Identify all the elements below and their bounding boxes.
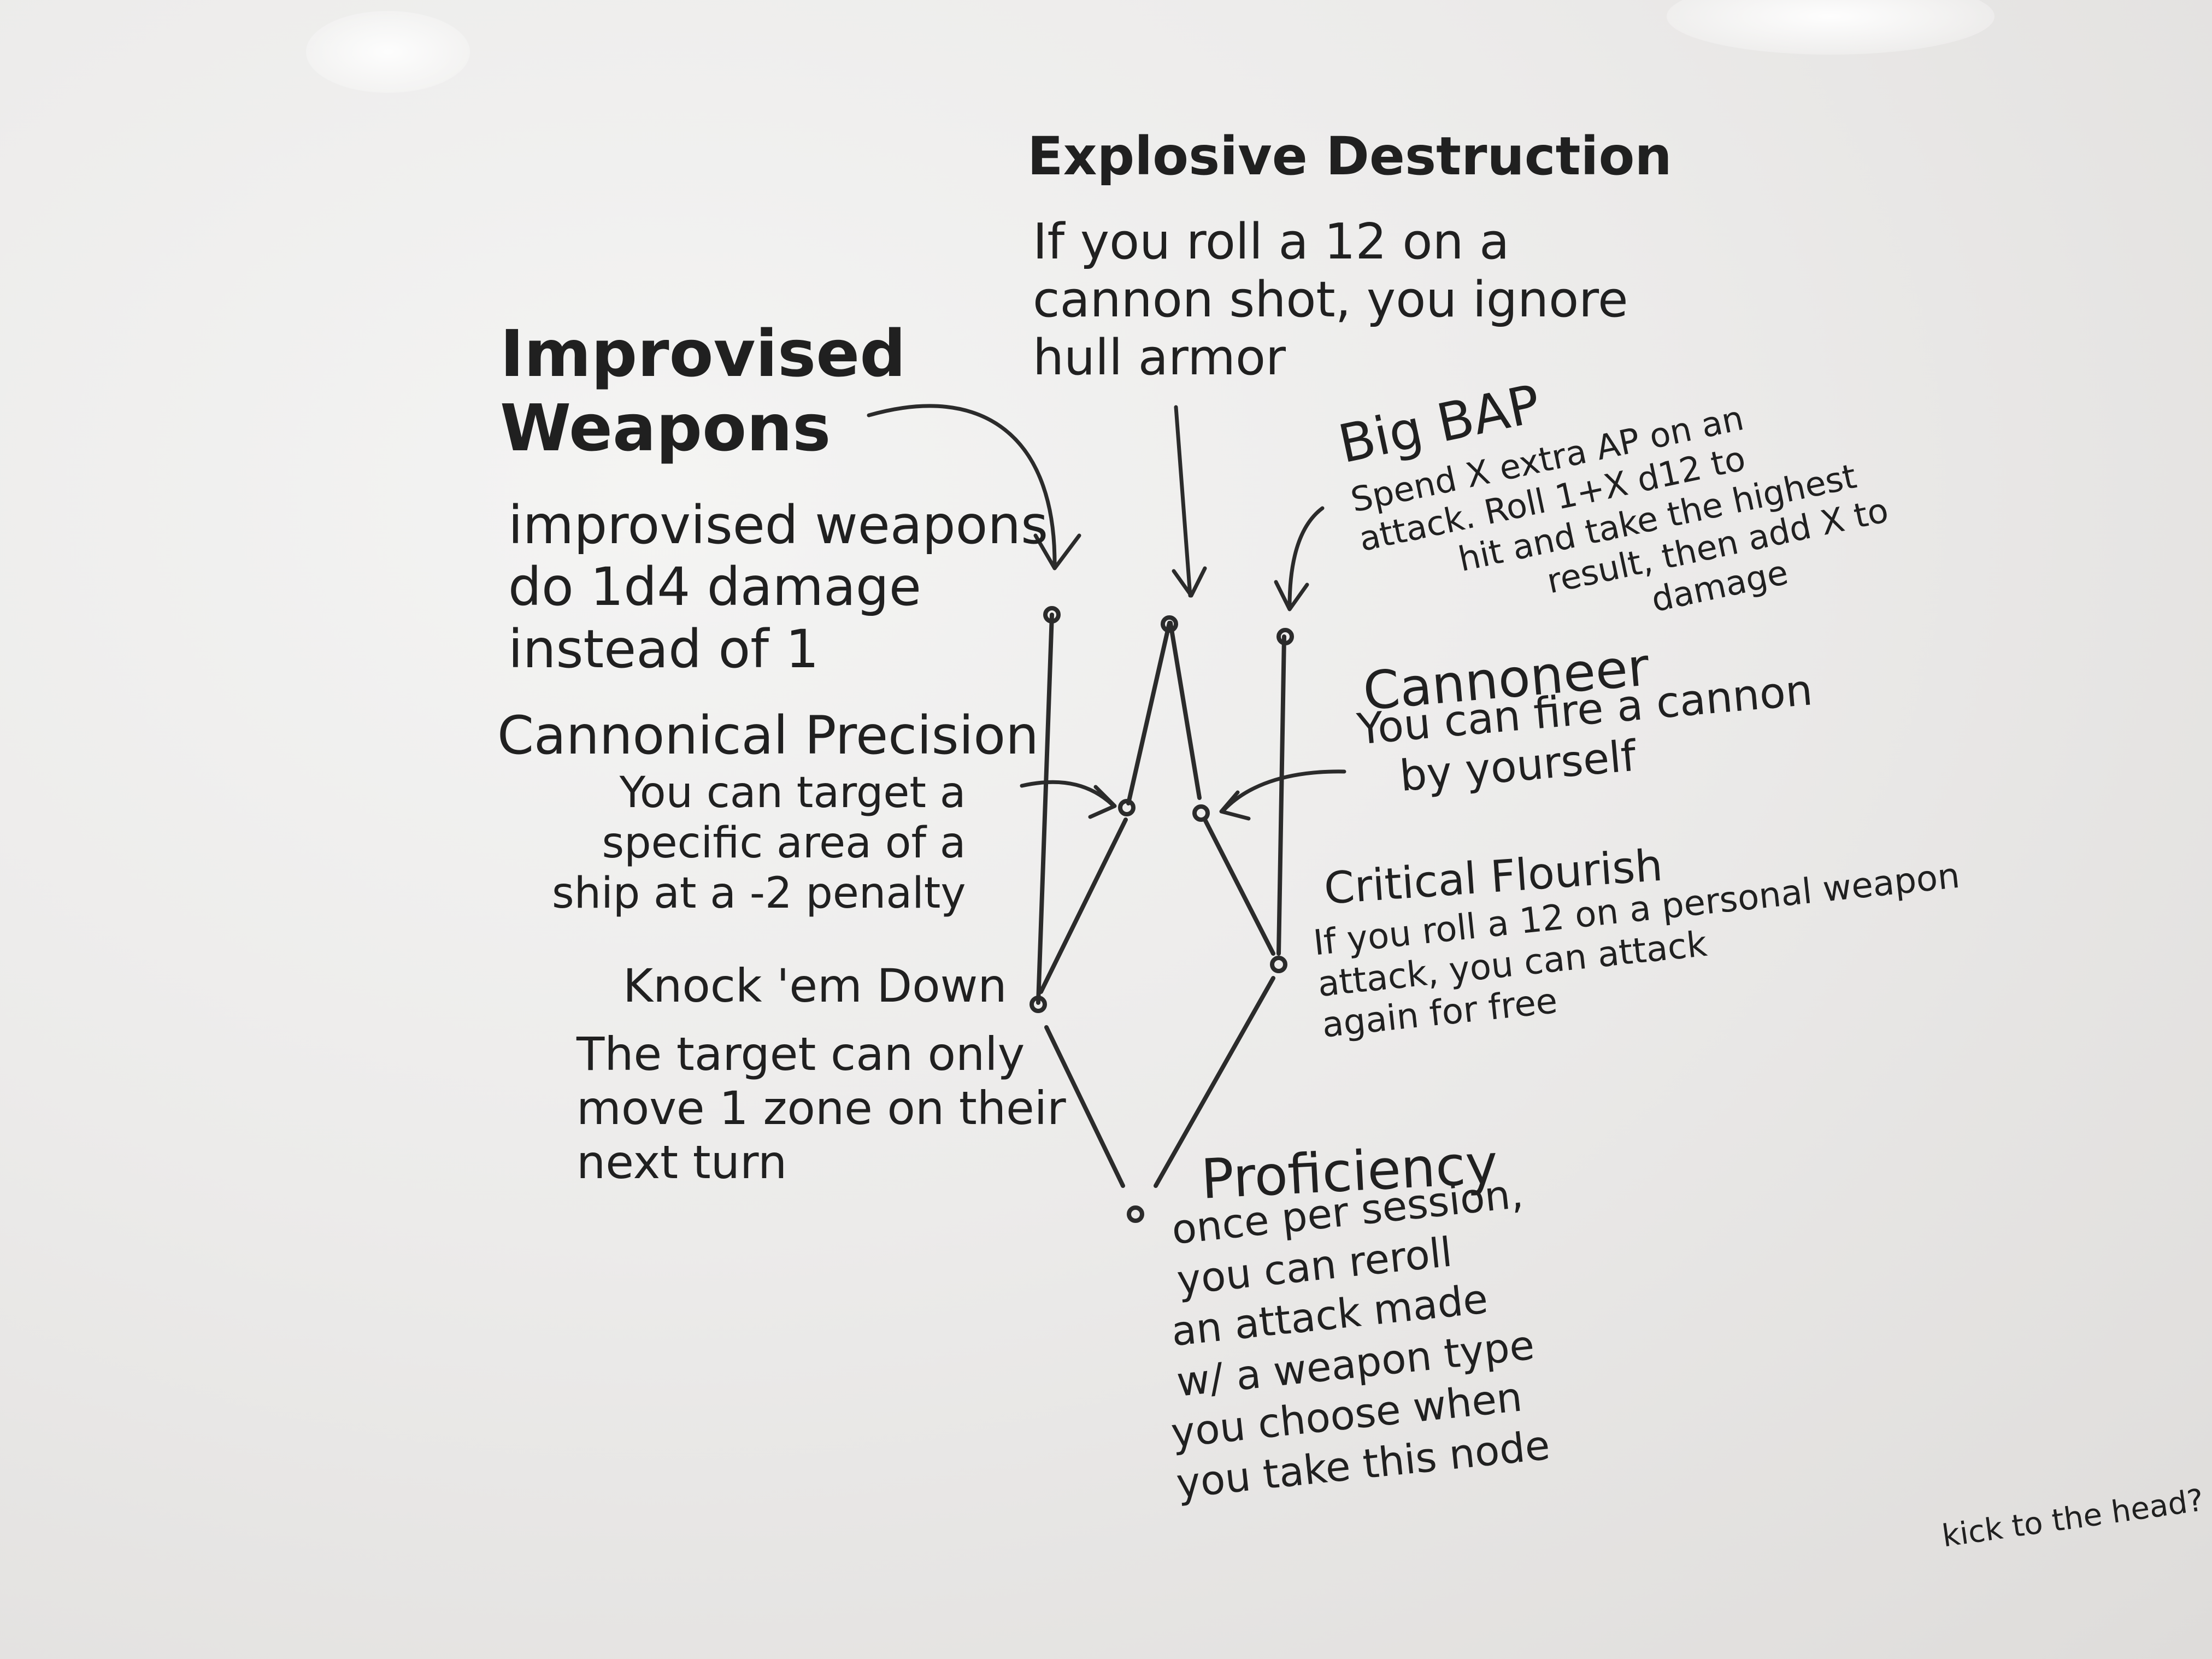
node-title-knockdown: Knock 'em Down <box>623 959 1007 1013</box>
node-desc-improvised: improvised weapons do 1d4 damage instead… <box>508 495 1048 680</box>
edge-cannoneer-critical <box>1203 817 1275 956</box>
node-proficiency <box>1127 1205 1144 1223</box>
node-desc-knockdown: The target can only move 1 zone on their… <box>576 1027 1066 1190</box>
desc-line: The target can only <box>576 1027 1025 1081</box>
arrow-bigbap <box>1274 506 1325 611</box>
node-bigbap <box>1276 628 1294 645</box>
title-text: Cannonical Precision <box>497 705 1039 766</box>
node-critical <box>1270 956 1287 973</box>
node-desc-explosive: If you roll a 12 on a cannon shot, you i… <box>1033 213 1628 387</box>
desc-line: specific area of a <box>602 819 966 868</box>
node-knockdown <box>1029 996 1047 1013</box>
node-improvised <box>1043 606 1061 623</box>
desc-line: next turn <box>576 1136 787 1190</box>
arrow-explosive <box>1172 405 1207 598</box>
desc-line: instead of 1 <box>508 618 819 680</box>
edge-cannonical-knockdown <box>1039 817 1128 994</box>
edge-explosive-cannoneer <box>1168 621 1202 800</box>
edge-knockdown-proficiency <box>1044 1025 1125 1188</box>
title-text: Improvised Weapons <box>500 316 906 466</box>
title-text: Knock 'em Down <box>623 959 1007 1013</box>
node-cannonical <box>1118 799 1136 816</box>
light-glare <box>306 11 470 93</box>
node-title-explosive: Explosive Destruction <box>1027 126 1672 187</box>
desc-line: improvised weapons <box>508 495 1049 556</box>
node-desc-proficiency: once per session, you can reroll an atta… <box>1148 1168 1552 1509</box>
node-explosive <box>1161 615 1178 633</box>
node-title-cannonical: Cannonical Precision <box>497 705 1039 767</box>
node-cannoneer <box>1192 804 1210 822</box>
desc-line: If you roll a 12 on a <box>1033 213 1510 270</box>
arrow-improvised <box>867 404 1081 570</box>
desc-line: do 1d4 damage <box>508 556 921 618</box>
desc-line: move 1 zone on their <box>576 1081 1066 1136</box>
title-text: Explosive Destruction <box>1027 126 1672 187</box>
arrow-cannoneer <box>1219 769 1346 821</box>
arrow-cannonical <box>1020 780 1117 819</box>
edge-improvised-knockdown <box>1036 613 1054 1005</box>
edge-bigbap-critical <box>1276 634 1286 956</box>
desc-line: hull armor <box>1033 329 1286 387</box>
node-desc-cannonical: You can target a specific area of a ship… <box>552 768 966 919</box>
desc-line: cannon shot, you ignore <box>1033 271 1628 329</box>
desc-line: You can target a <box>619 768 966 817</box>
desc-line: ship at a -2 penalty <box>552 869 966 919</box>
edge-explosive-cannonical <box>1126 621 1172 805</box>
edge-critical-proficiency <box>1154 976 1275 1188</box>
node-title-improvised: Improvised Weapons <box>500 316 906 466</box>
